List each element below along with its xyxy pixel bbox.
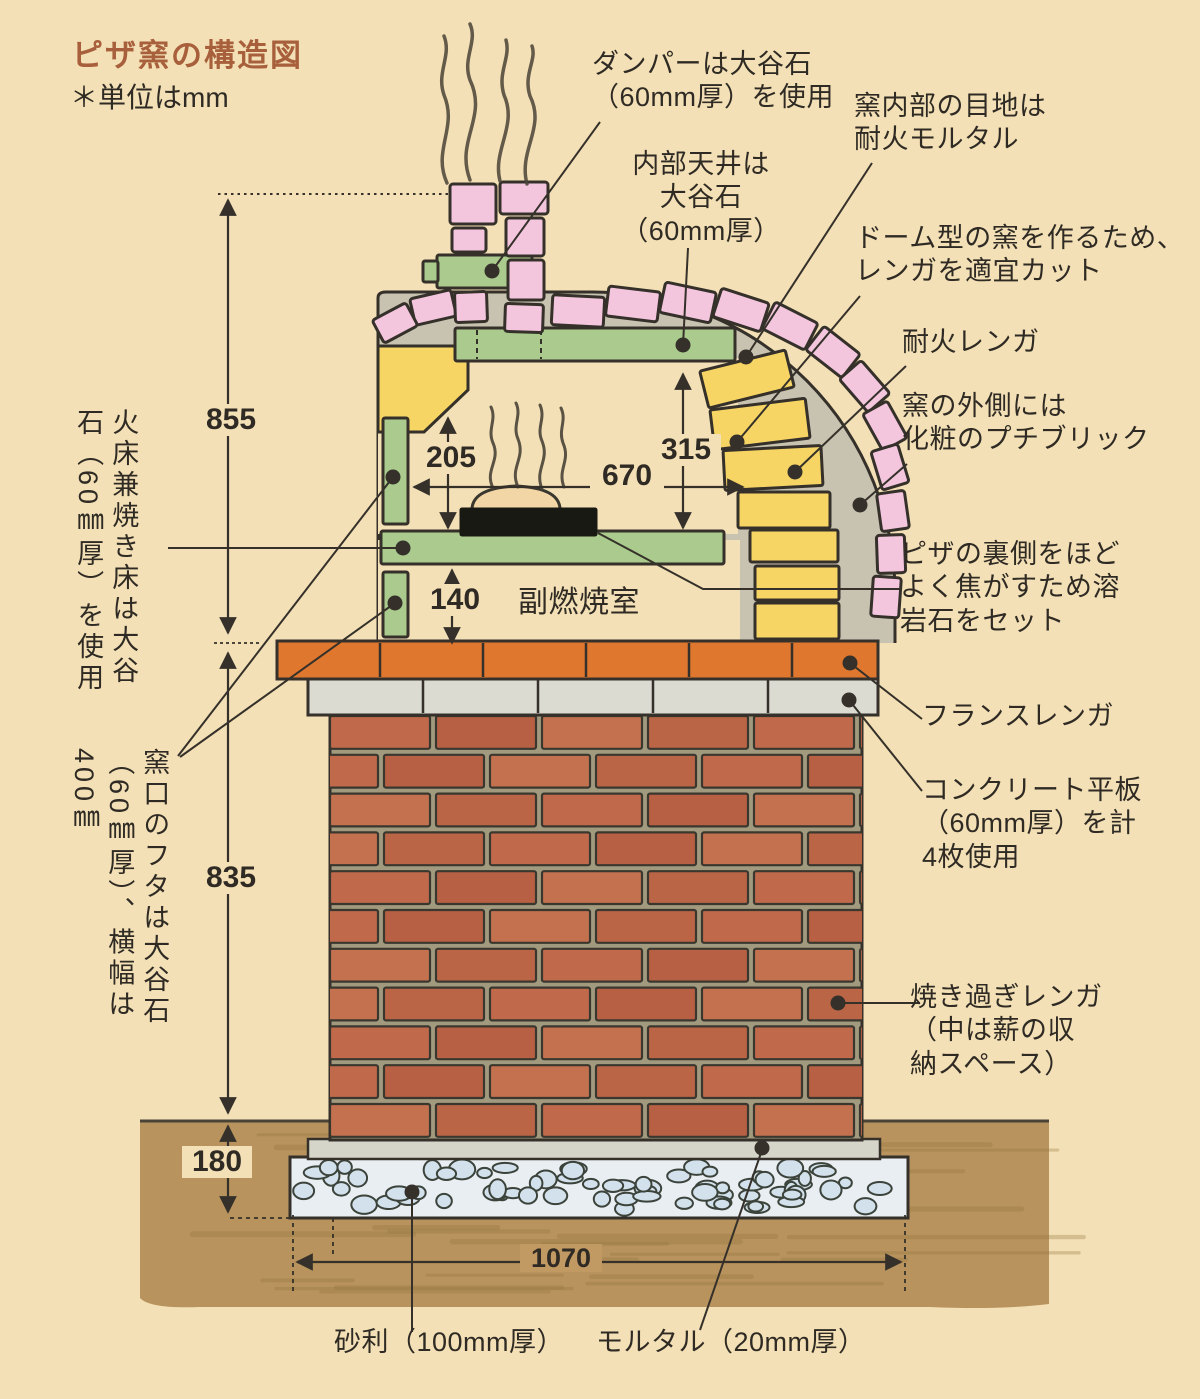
dim-205: 205 xyxy=(416,442,486,474)
firebrick-front-block xyxy=(376,344,470,434)
lava-stone xyxy=(459,507,598,537)
label-france-brick: フランスレンガ xyxy=(922,701,1114,731)
dim-140: 140 xyxy=(420,584,490,616)
french-brick-row xyxy=(275,639,880,681)
ground xyxy=(140,1119,1086,1308)
leader-mortar xyxy=(699,1149,763,1331)
label-mortar: モルタル（20mm厚） xyxy=(596,1327,866,1357)
leader-concrete xyxy=(848,699,923,792)
diagram-title: ピザ窯の構造図 xyxy=(72,38,303,73)
label-dome-cut: ドーム型の窯を作るため、 レンガを適宜カット xyxy=(855,223,1185,287)
gravel-pebbles xyxy=(292,1157,893,1217)
pizza-steam xyxy=(488,401,568,491)
label-firebrick: 耐火レンガ xyxy=(902,327,1040,357)
firebricks xyxy=(376,344,841,641)
dim-1070: 1070 xyxy=(520,1244,602,1272)
dim-835: 835 xyxy=(196,862,266,894)
leader-lid-upper xyxy=(177,476,394,757)
leader-dome-cut xyxy=(736,295,861,443)
dim-855: 855 xyxy=(196,404,266,436)
chimney-bricks xyxy=(448,180,550,335)
label-joint-mortar: 窯内部の目地は 耐火モルタル xyxy=(854,91,1047,155)
ceiling-slab xyxy=(453,326,737,363)
leader-petit-brick xyxy=(859,463,908,506)
label-ceiling: 内部天井は 大谷石 （60mm厚） xyxy=(621,149,781,246)
concrete-slab-row xyxy=(306,673,880,717)
dash-180-link xyxy=(230,1217,334,1256)
unit-note: ＊単位はmm xyxy=(70,82,229,113)
petit-bricks xyxy=(371,280,911,620)
leader-firebrick xyxy=(794,365,907,473)
label-damper: ダンパーは大谷石 （60mm厚）を使用 xyxy=(592,49,835,113)
ceiling-joint-dashed xyxy=(476,330,542,359)
mortar-strip xyxy=(306,1137,882,1161)
dash-1070-ticks xyxy=(292,1215,906,1292)
leader-lines xyxy=(168,121,923,1332)
label-concrete-slab: コンクリート平板 （60mm厚）を計 4枚使用 xyxy=(922,775,1142,872)
label-gravel: 砂利（100mm厚） xyxy=(334,1327,565,1357)
label-fire-bed: 火床兼焼き床は大谷石（60㎜厚）を使用 xyxy=(73,408,139,695)
leader-ceiling xyxy=(682,247,689,346)
leader-lid-lower xyxy=(179,602,396,758)
label-petit-brick: 窯の外側には 化粧のプチブリック xyxy=(902,391,1150,455)
dim-670: 670 xyxy=(590,460,664,492)
label-oven-lid: 窯口のフタは大谷石（60㎜厚）、横幅は400㎜ xyxy=(69,748,170,1027)
base-bricks xyxy=(330,714,862,1138)
label-overbaked-brick: 焼き過ぎレンガ （中は薪の収 納スペース） xyxy=(910,982,1103,1079)
leader-damper xyxy=(491,121,601,272)
brick-base xyxy=(328,711,864,1142)
leader-lava-stone xyxy=(597,532,900,590)
chimney-smoke xyxy=(439,22,537,186)
damper-handle xyxy=(421,259,440,284)
leader-joint-mortar xyxy=(745,162,873,358)
label-lava-stone: ピザの裏側をほど よく焦がすため溶 岩石をセット xyxy=(900,539,1120,636)
label-sub-chamber: 副燃焼室 xyxy=(518,586,640,619)
leader-france-brick xyxy=(849,662,923,720)
leader-dots xyxy=(385,263,868,1200)
dim-180: 180 xyxy=(182,1146,252,1178)
